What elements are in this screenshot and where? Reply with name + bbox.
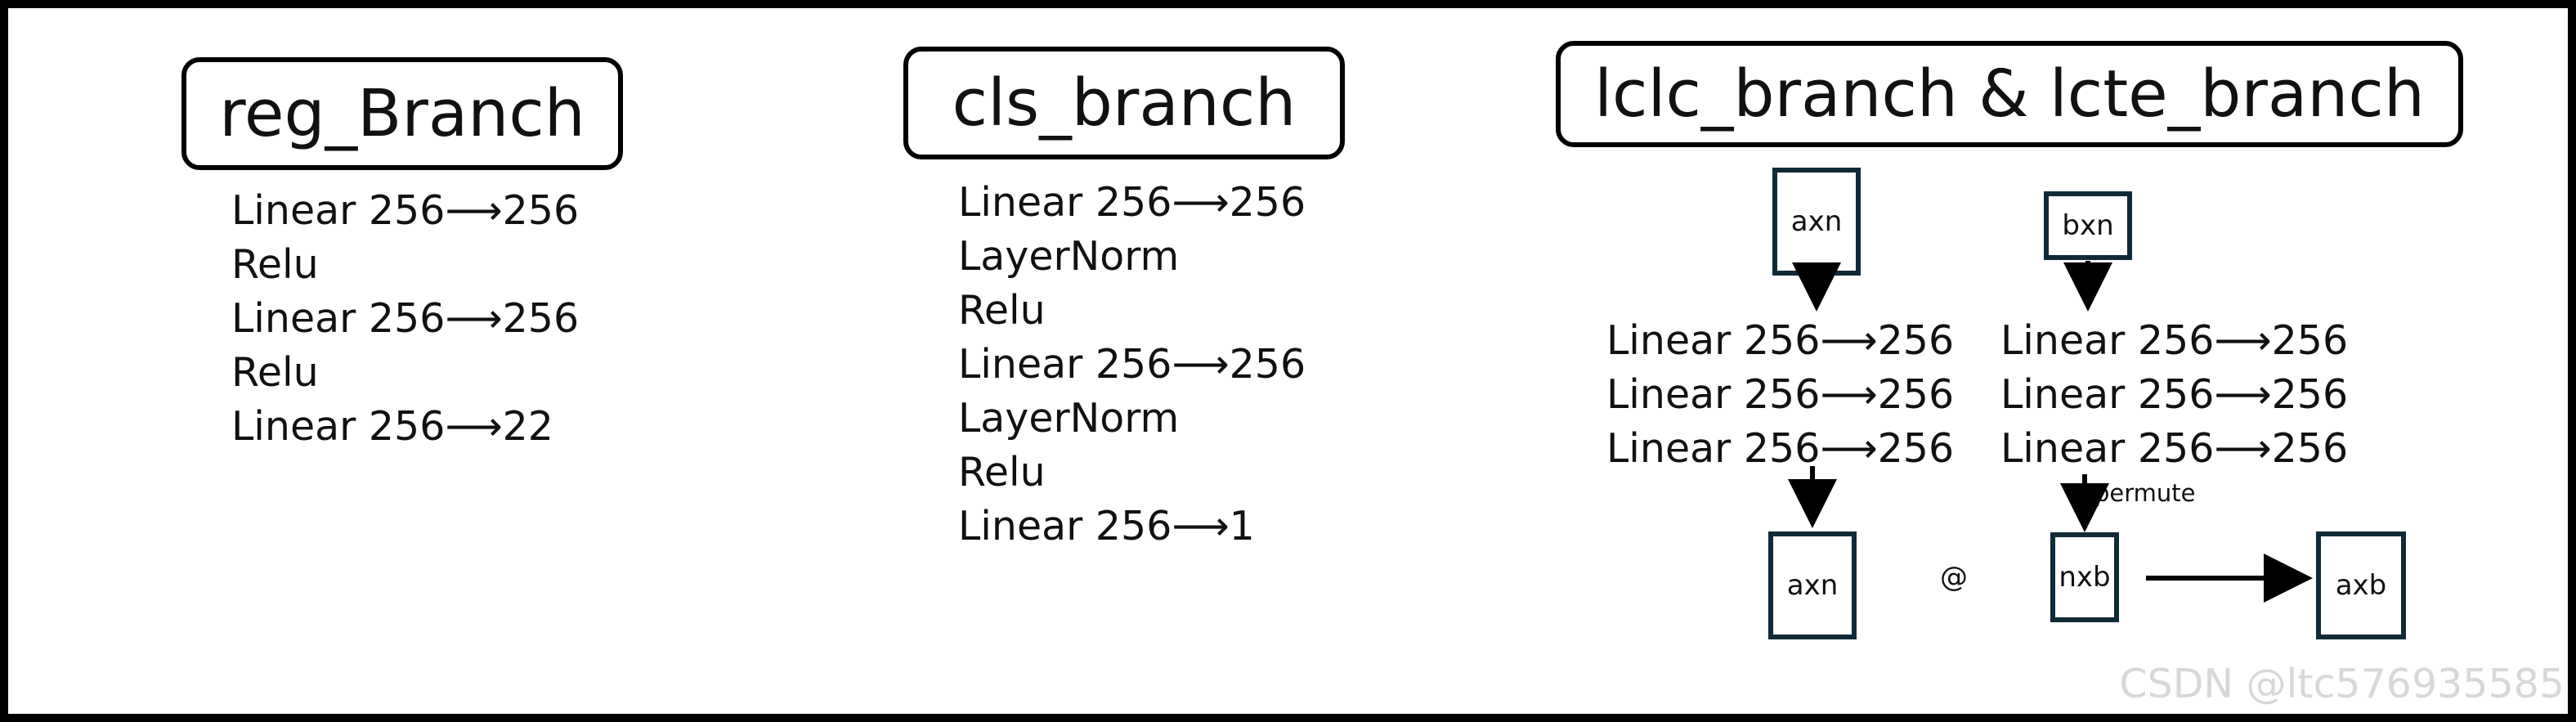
reg-layer-5: Linear 256⟶22 [231, 403, 553, 450]
right-lclc-layer-3: Linear 256⟶256 [2000, 425, 2349, 472]
left-input-node: axn [1772, 168, 1861, 276]
matmul-operator: @ [1940, 561, 1968, 594]
lclc-branch-title-box: lclc_branch & lcte_branch [1556, 41, 2463, 147]
cls-layer-2: LayerNorm [958, 233, 1180, 280]
cls-layer-4: Linear 256⟶256 [958, 341, 1306, 388]
reg-layer-4: Relu [231, 349, 319, 396]
right-lclc-layer-1: Linear 256⟶256 [2000, 317, 2349, 364]
cls-branch-title: cls_branch [952, 65, 1297, 141]
reg-layer-1: Linear 256⟶256 [231, 187, 580, 234]
cls-layer-6: Relu [958, 449, 1046, 496]
permute-label: permute [2094, 479, 2196, 507]
right-lclc-layer-2: Linear 256⟶256 [2000, 371, 2349, 418]
lclc-branch-title: lclc_branch & lcte_branch [1594, 56, 2425, 132]
reg-branch-layers: Linear 256⟶256 Relu Linear 256⟶256 Relu … [231, 184, 579, 454]
left-output-label: axn [1786, 569, 1839, 602]
cls-branch-title-box: cls_branch [903, 47, 1345, 159]
left-lclc-layer-2: Linear 256⟶256 [1606, 371, 1955, 418]
right-input-node: bxn [2044, 191, 2132, 260]
left-lclc-layers: Linear 256⟶256 Linear 256⟶256 Linear 256… [1606, 314, 1954, 476]
reg-layer-3: Linear 256⟶256 [231, 295, 580, 342]
cls-branch-layers: Linear 256⟶256 LayerNorm Relu Linear 256… [958, 176, 1306, 554]
left-lclc-layer-3: Linear 256⟶256 [1606, 425, 1955, 472]
result-label: axb [2335, 569, 2387, 602]
left-input-label: axn [1790, 205, 1843, 238]
right-output-label: nxb [2059, 561, 2111, 594]
cls-layer-3: Relu [958, 287, 1046, 334]
reg-layer-2: Relu [231, 241, 319, 288]
reg-branch-title-box: reg_Branch [181, 57, 623, 170]
csdn-watermark: CSDN @ltc576935585 [2119, 661, 2565, 707]
right-input-label: bxn [2062, 209, 2114, 242]
right-output-node: nxb [2050, 532, 2119, 622]
right-lclc-layers: Linear 256⟶256 Linear 256⟶256 Linear 256… [2000, 314, 2348, 476]
cls-layer-7: Linear 256⟶1 [958, 503, 1255, 549]
result-node: axb [2316, 531, 2406, 639]
cls-layer-5: LayerNorm [958, 395, 1180, 442]
left-lclc-layer-1: Linear 256⟶256 [1606, 317, 1955, 364]
cls-layer-1: Linear 256⟶256 [958, 179, 1306, 226]
left-output-node: axn [1768, 531, 1857, 639]
reg-branch-title: reg_Branch [219, 75, 585, 151]
